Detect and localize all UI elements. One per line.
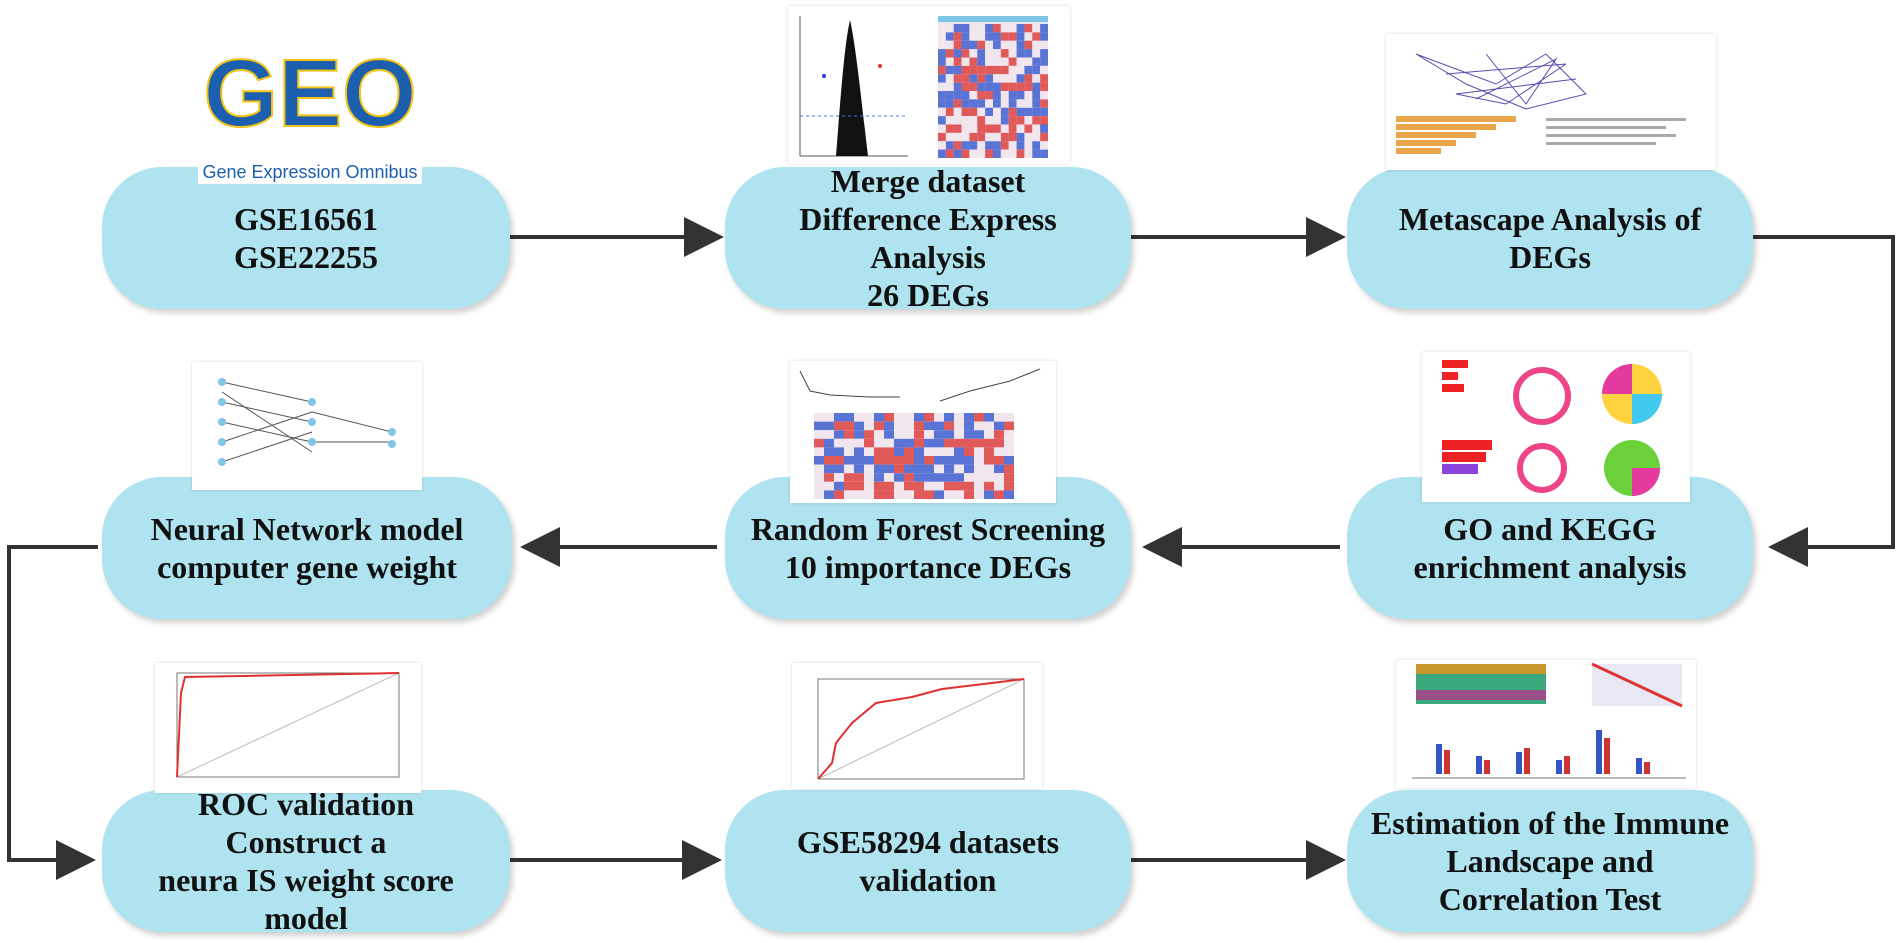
rf-error-plot bbox=[799, 368, 1041, 402]
nn-nodes bbox=[218, 378, 396, 466]
go-circos bbox=[1513, 367, 1571, 425]
thumb-random-forest bbox=[790, 361, 1056, 503]
arrow-metascape-to-gokegg bbox=[1753, 235, 1895, 567]
heatmap bbox=[938, 16, 1048, 158]
thumb-immune-landscape bbox=[1396, 660, 1696, 788]
thumb-gse58294-roc bbox=[792, 663, 1042, 789]
thumb-metascape-network bbox=[1386, 34, 1716, 170]
violin-plots bbox=[1412, 730, 1686, 779]
geo-logo: GEO Gene Expression Omnibus bbox=[198, 18, 422, 184]
nn-edges bbox=[221, 381, 393, 463]
thumb-volcano-heatmap bbox=[788, 6, 1070, 164]
thumb-neural-network bbox=[192, 362, 422, 490]
volcano-plot bbox=[799, 16, 908, 157]
rf-heatmap bbox=[814, 413, 1014, 499]
geo-caption: Gene Expression Omnibus bbox=[202, 162, 417, 182]
thumb-go-kegg bbox=[1422, 352, 1690, 502]
roc-line bbox=[176, 672, 400, 778]
thumb-roc-curve bbox=[155, 663, 421, 793]
geo-logo-graphic: GEO Gene Expression Omnibus bbox=[198, 39, 422, 184]
kegg-circos bbox=[1517, 443, 1567, 493]
arrow-neural-to-roc bbox=[7, 545, 98, 880]
go-bars bbox=[1442, 360, 1492, 474]
roc-line-2 bbox=[817, 678, 1025, 780]
enrichment-bars bbox=[1396, 116, 1516, 154]
network-graph bbox=[1415, 53, 1587, 110]
geo-wordmark: GEO bbox=[203, 40, 416, 147]
